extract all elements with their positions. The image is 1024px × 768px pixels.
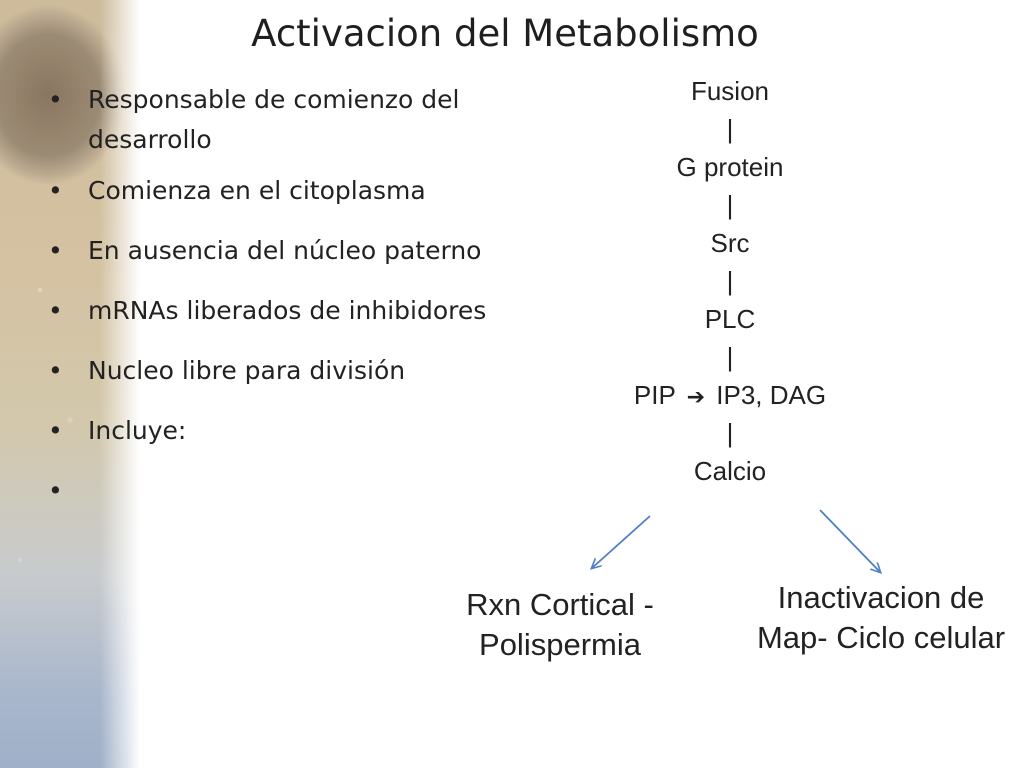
slide-title: Activacion del Metabolismo bbox=[251, 12, 759, 55]
bullet-item: • Responsable de comienzo del desarrollo bbox=[48, 80, 568, 160]
cascade-step-src: Src bbox=[710, 228, 750, 258]
cascade-step-calcio: Calcio bbox=[693, 456, 767, 486]
bullet-dot: • bbox=[48, 236, 63, 265]
cascade-connector: | bbox=[726, 114, 734, 144]
cascade-step-fusion: Fusion bbox=[690, 76, 770, 106]
arrow-to-map-inactivation bbox=[819, 509, 880, 572]
bullet-text: Comienza en el citoplasma bbox=[88, 176, 426, 205]
cascade-step-g-protein: G protein bbox=[676, 152, 784, 182]
signaling-cascade: Fusion | G protein | Src | PLC | PIP ➔ I… bbox=[600, 72, 860, 490]
bullet-dot: • bbox=[48, 476, 63, 505]
bullet-item: • Comienza en el citoplasma bbox=[48, 171, 568, 211]
cascade-connector: | bbox=[726, 266, 734, 296]
outcome-map-inactivation: Inactivacion de Map- Ciclo celular bbox=[756, 580, 1006, 655]
ip3-dag-label: IP3, DAG bbox=[716, 380, 827, 410]
cascade-connector: | bbox=[726, 190, 734, 220]
bullet-text: Responsable de comienzo del desarrollo bbox=[88, 85, 460, 154]
outcome-cortical-reaction: Rxn Cortical - Polispermia bbox=[466, 587, 654, 662]
bullet-item: • En ausencia del núcleo paterno bbox=[48, 231, 568, 271]
bullet-dot: • bbox=[48, 176, 63, 205]
cascade-connector: | bbox=[726, 418, 734, 448]
cascade-step-pip: PIP ➔ IP3, DAG bbox=[600, 376, 860, 414]
bullet-dot: • bbox=[48, 416, 63, 445]
bullet-item: • Incluye: bbox=[48, 411, 568, 451]
bullet-dot: • bbox=[48, 356, 63, 385]
bullet-text: Nucleo libre para división bbox=[88, 356, 406, 385]
arrow-to-cortical-reaction bbox=[592, 515, 651, 568]
cascade-step-plc: PLC bbox=[704, 304, 756, 334]
right-arrow-icon: ➔ bbox=[686, 385, 706, 410]
bullet-item-empty: • bbox=[48, 471, 568, 511]
pip-label: PIP bbox=[633, 380, 676, 410]
bullet-item: • Nucleo libre para división bbox=[48, 351, 568, 391]
bullet-text: mRNAs liberados de inhibidores bbox=[88, 296, 487, 325]
bullet-dot: • bbox=[48, 296, 63, 325]
microscope-background-image bbox=[0, 0, 140, 768]
bullet-text: Incluye: bbox=[88, 416, 187, 445]
bullet-text: En ausencia del núcleo paterno bbox=[88, 236, 482, 265]
bullet-dot: • bbox=[48, 85, 63, 114]
bullet-list: •Responsable de comienzo del desarrollo … bbox=[48, 80, 568, 531]
cascade-connector: | bbox=[726, 342, 734, 372]
bullet-item: • mRNAs liberados de inhibidores bbox=[48, 291, 568, 331]
